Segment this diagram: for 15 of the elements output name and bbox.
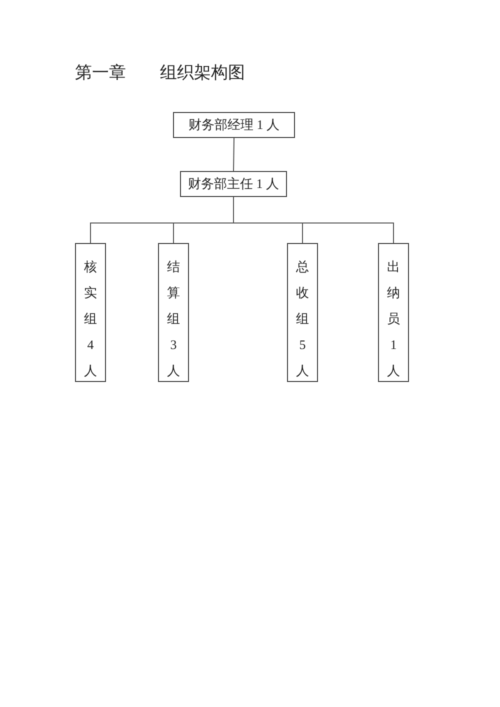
org-box [75,243,106,382]
box-label: 财务部主任 1 人 [188,176,279,192]
box-label: 结算组3人 [167,258,180,380]
chapter-title: 第一章 组织架构图 [75,62,245,84]
org-box [158,243,189,382]
org-box [378,243,409,382]
box-label: 出纳员1人 [387,258,400,380]
box-label: 核实组4人 [84,258,97,380]
box-label: 总收组5人 [296,258,309,380]
connector-line [233,138,234,172]
org-box [173,112,295,138]
connector-line [233,196,394,244]
org-box [180,171,287,197]
box-label: 财务部经理 1 人 [188,117,280,133]
org-box [287,243,318,382]
